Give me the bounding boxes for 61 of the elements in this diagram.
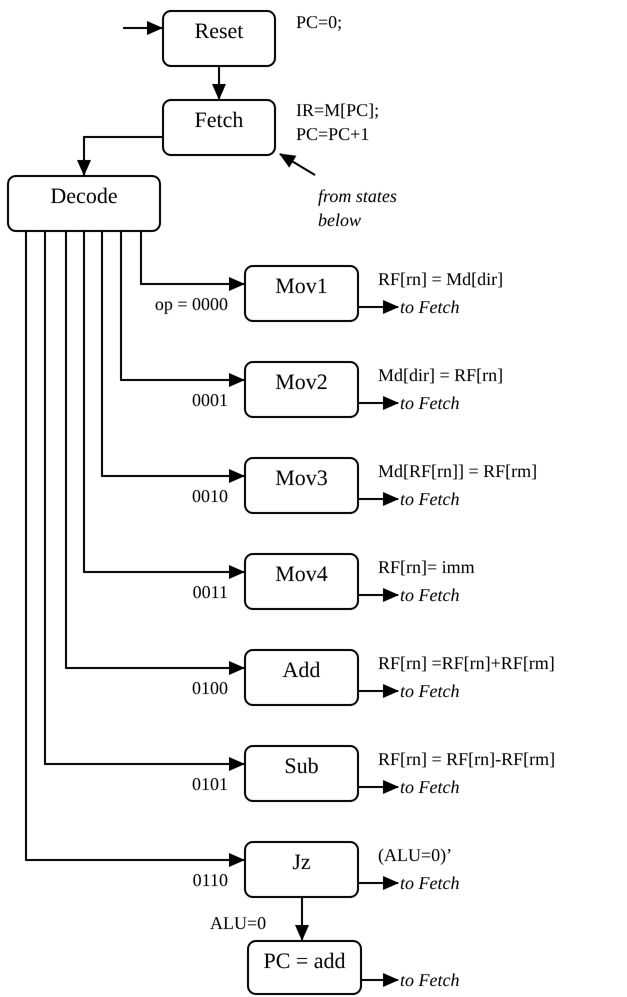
action-text: RF[rn] = Md[dir] (378, 268, 504, 291)
arrow (65, 232, 245, 675)
state-name: Mov1 (275, 273, 328, 299)
transition-text: to Fetch (400, 968, 460, 992)
transition-text: to Fetch (400, 679, 460, 703)
arrow (279, 153, 316, 176)
arrow (25, 232, 245, 867)
transition-text: to Fetch (400, 871, 460, 895)
arrow (359, 588, 399, 602)
arrow (295, 898, 309, 941)
state-box (7, 175, 161, 232)
transition-text: to Fetch (400, 775, 460, 799)
state-name: Add (282, 657, 320, 683)
transition-text: to Fetch (400, 295, 460, 319)
arrow (359, 492, 399, 506)
state-box (244, 649, 359, 706)
state-name: Mov2 (275, 369, 328, 395)
state-box (244, 265, 359, 322)
arrow (359, 876, 399, 890)
state-box (244, 361, 359, 418)
action-text: RF[rn] =RF[rn]+RF[rm] (378, 652, 555, 675)
arrow (44, 232, 245, 771)
action-text: Md[RF[rn]] = RF[rm] (378, 460, 538, 483)
arrow (212, 67, 226, 100)
arrow (359, 300, 399, 314)
arrow (359, 396, 399, 410)
action-text: PC=0; (296, 11, 342, 34)
transition-text: to Fetch (400, 391, 460, 415)
action-text: (ALU=0)’ (378, 844, 452, 867)
action-text: IR=M[PC]; (296, 99, 380, 122)
action-text: PC=PC+1 (296, 123, 370, 146)
arrow (83, 232, 245, 579)
action-text: Md[dir] = RF[rn] (378, 364, 504, 387)
action-text: RF[rn] = RF[rn]-RF[rm] (378, 748, 556, 771)
state-box (247, 940, 362, 995)
state-box (244, 553, 359, 610)
arrow (140, 232, 245, 291)
arrow (120, 232, 245, 387)
arrow (362, 973, 399, 987)
state-box (244, 841, 359, 898)
note-text: from states below (318, 184, 428, 232)
state-box (244, 745, 359, 802)
state-name: Sub (284, 753, 319, 779)
state-name: Mov3 (275, 465, 328, 491)
transition-text: to Fetch (400, 583, 460, 607)
state-name: PC = add (263, 948, 346, 974)
state-box (162, 99, 276, 156)
arrow (359, 780, 399, 794)
arrow (359, 684, 399, 698)
arrow (123, 21, 163, 35)
state-name: Decode (50, 183, 118, 209)
state-name: Reset (194, 18, 244, 44)
arrow (77, 136, 162, 176)
state-box (244, 457, 359, 514)
state-name: Mov4 (275, 561, 328, 587)
state-box (162, 10, 276, 67)
arrow (101, 232, 245, 483)
action-text: RF[rn]= imm (378, 556, 475, 579)
state-name: Fetch (194, 107, 244, 133)
transition-text: to Fetch (400, 487, 460, 511)
state-name: Jz (292, 849, 311, 875)
